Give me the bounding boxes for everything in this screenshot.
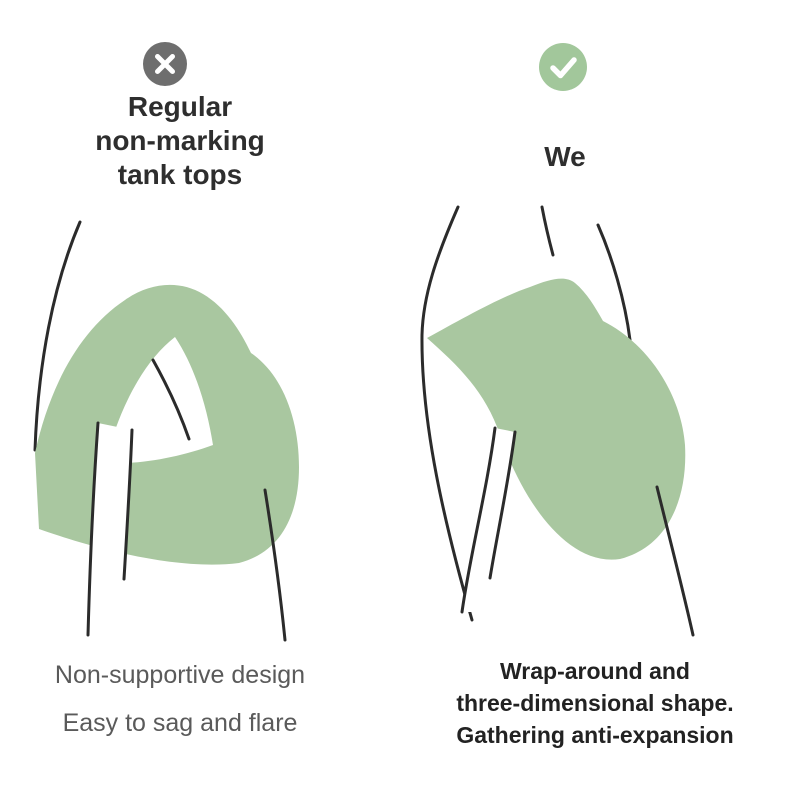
right-caption-2: three-dimensional shape. bbox=[456, 690, 734, 716]
right-arm-back-line bbox=[460, 426, 497, 614]
left-arm-back-line bbox=[86, 421, 100, 637]
check-badge bbox=[539, 43, 587, 91]
left-back-contour-line bbox=[33, 220, 82, 452]
left-column-title: Regular non-marking tank tops bbox=[40, 90, 320, 192]
right-caption-3: Gathering anti-expansion bbox=[456, 722, 734, 748]
left-arm-shape bbox=[88, 423, 132, 635]
right-back-contour-line bbox=[420, 205, 474, 622]
left-shoulder-contour-line bbox=[151, 358, 191, 441]
right-arm-front-line bbox=[488, 430, 517, 580]
right-shoulder-arm-line bbox=[596, 223, 632, 342]
right-figure-illustration bbox=[420, 205, 695, 637]
check-icon bbox=[539, 43, 587, 91]
right-front-contour-line bbox=[655, 485, 695, 637]
right-title-line-1: We bbox=[544, 141, 586, 172]
left-title-line-2: non-marking bbox=[95, 125, 265, 156]
left-captions: Non-supportive design Easy to sag and fl… bbox=[10, 660, 350, 738]
right-garment-shape bbox=[427, 278, 686, 560]
right-neck-line bbox=[540, 205, 555, 257]
left-front-contour-line bbox=[263, 488, 287, 642]
left-title-line-3: tank tops bbox=[117, 159, 243, 190]
right-arm-shape bbox=[462, 428, 515, 612]
left-garment-shape bbox=[35, 284, 299, 565]
left-title-line-1: Regular bbox=[127, 91, 233, 122]
left-figure-illustration bbox=[33, 220, 299, 642]
right-caption-1: Wrap-around and bbox=[500, 658, 690, 684]
x-icon bbox=[143, 42, 187, 86]
left-caption-1: Non-supportive design bbox=[54, 661, 306, 689]
x-badge bbox=[143, 42, 187, 86]
right-captions: Wrap-around and three-dimensional shape.… bbox=[415, 655, 775, 751]
left-arm-front-line bbox=[122, 428, 134, 581]
right-column-title: We bbox=[425, 140, 705, 174]
left-caption-2: Easy to sag and flare bbox=[62, 709, 298, 737]
